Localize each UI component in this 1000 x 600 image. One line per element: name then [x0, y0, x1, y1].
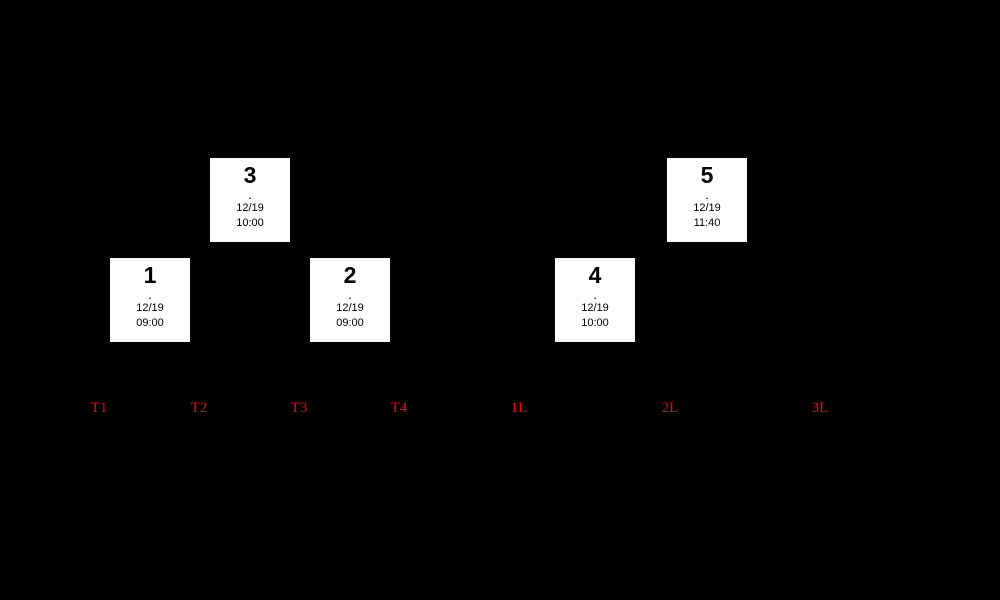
task-time: 09:00: [136, 317, 164, 329]
task-card[interactable]: 2.12/19 09:00: [310, 258, 390, 342]
axis-label: T3: [290, 400, 308, 416]
task-id: 5: [700, 162, 714, 188]
task-marker-dot: .: [593, 287, 597, 302]
task-date: 12/19: [336, 302, 364, 314]
task-id: 2: [343, 262, 357, 288]
task-date: 12/19: [693, 202, 721, 214]
axis-label: 3L: [811, 400, 829, 416]
axis-label: T2: [190, 400, 208, 416]
task-id: 3: [243, 162, 257, 188]
task-time: 11:40: [693, 217, 721, 229]
task-id: 1: [143, 262, 157, 288]
task-card[interactable]: 5.12/19 11:40: [667, 158, 747, 242]
axis-label: 1L: [510, 400, 528, 416]
axis-label: T4: [390, 400, 408, 416]
task-marker-dot: .: [348, 287, 352, 302]
axis-label: T1: [90, 400, 108, 416]
task-time: 10:00: [236, 217, 264, 229]
task-marker-dot: .: [248, 187, 252, 202]
task-marker-dot: .: [705, 187, 709, 202]
task-date: 12/19: [581, 302, 609, 314]
task-card[interactable]: 3.12/19 10:00: [210, 158, 290, 242]
task-card[interactable]: 1.12/19 09:00: [110, 258, 190, 342]
task-date: 12/19: [236, 202, 264, 214]
axis-label: 2L: [661, 400, 679, 416]
task-time: 09:00: [336, 317, 364, 329]
task-marker-dot: .: [148, 287, 152, 302]
task-date: 12/19: [136, 302, 164, 314]
task-time: 10:00: [581, 317, 609, 329]
task-card[interactable]: 4.12/19 10:00: [555, 258, 635, 342]
task-id: 4: [588, 262, 602, 288]
